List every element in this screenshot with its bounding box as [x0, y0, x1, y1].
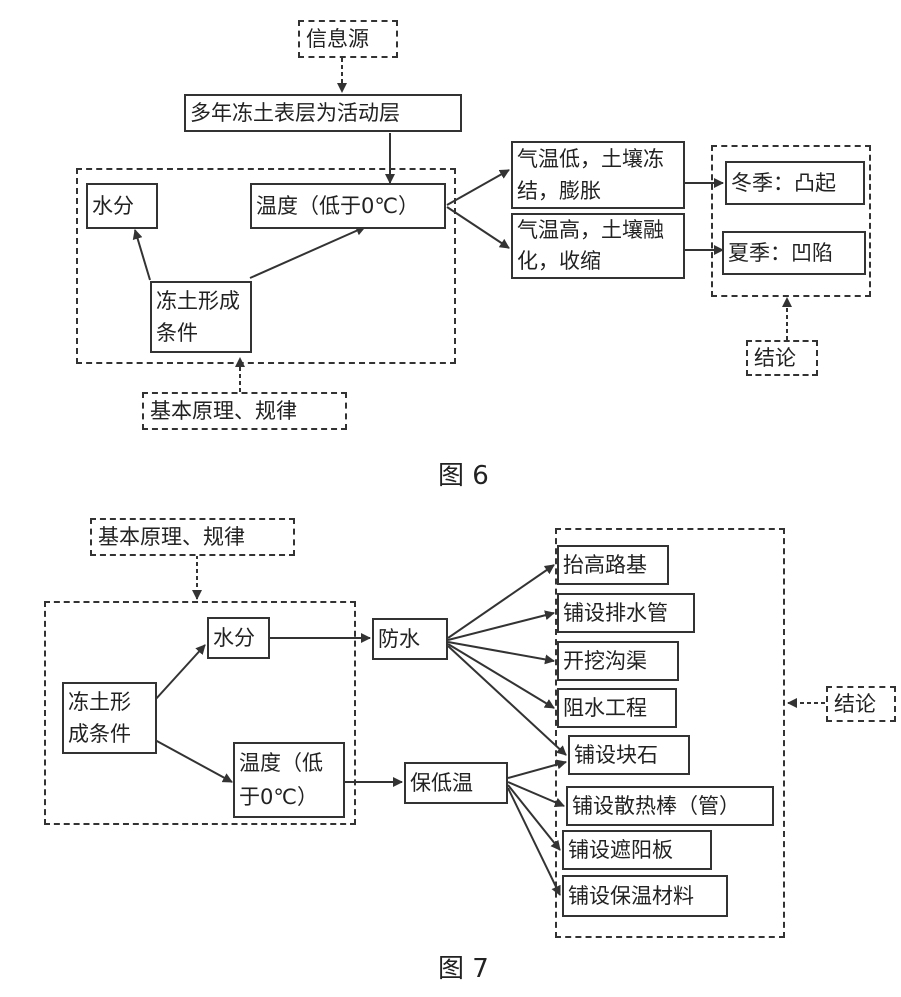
fig7-waterproof: 防水	[372, 618, 448, 660]
fig6-conditions-group	[76, 168, 456, 364]
fig7-principles: 基本原理、规律	[90, 518, 295, 556]
fig7-measure-drain-pipe: 铺设排水管	[557, 593, 695, 633]
fig6-warm: 气温高，土壤融化，收缩	[511, 213, 685, 279]
fig6-winter: 冬季：凸起	[725, 161, 865, 205]
arrow-keepcold-to-m7	[507, 784, 561, 851]
arrow-waterproof-to-m5	[447, 645, 567, 756]
fig7-measure-insulation: 铺设保温材料	[562, 875, 728, 917]
fig6-cold: 气温低，土壤冻结，膨胀	[511, 141, 685, 209]
fig6-info-source: 信息源	[298, 20, 398, 58]
fig7-frozen-conditions: 冻土形成条件	[62, 682, 157, 754]
fig7-conclusion: 结论	[826, 686, 896, 722]
fig7-water: 水分	[207, 617, 270, 659]
fig7-conclusion-group	[555, 528, 785, 938]
fig7-temperature: 温度（低于0℃）	[233, 742, 345, 818]
fig6-principles: 基本原理、规律	[142, 392, 347, 430]
fig7-measure-ditch: 开挖沟渠	[557, 641, 679, 681]
arrow-waterproof-to-m4	[447, 643, 555, 709]
fig6-conclusion: 结论	[746, 340, 818, 376]
fig6-temperature: 温度（低于0℃）	[250, 183, 446, 229]
fig7-measure-heat-pipe: 铺设散热棒（管）	[566, 786, 774, 826]
arrow-cond-to-water	[132, 229, 151, 281]
fig6-frozen-conditions: 冻土形成条件	[150, 281, 252, 353]
arrow-cond7-to-water	[154, 644, 206, 701]
arrow-temp-to-cold	[446, 169, 510, 206]
arrow-keepcold-to-m6	[507, 781, 565, 808]
arrow-waterproof-to-m2	[447, 610, 555, 641]
fig7-measure-rock-layer: 铺设块石	[568, 735, 690, 775]
fig6-caption: 图 6	[438, 461, 489, 491]
arrow-cond7-to-temp	[154, 739, 233, 783]
fig7-caption: 图 7	[438, 954, 489, 984]
fig6-conclusion-group	[711, 145, 871, 297]
arrow-temp-to-warm	[446, 206, 510, 249]
fig7-conditions-group	[44, 601, 356, 825]
arrow-waterproof-to-m3	[447, 641, 555, 665]
fig6-water: 水分	[86, 183, 158, 229]
fig7-keep-cold: 保低温	[404, 762, 508, 804]
fig6-active-layer: 多年冻土表层为活动层	[184, 94, 462, 132]
fig7-measure-water-barrier: 阻水工程	[557, 688, 677, 728]
fig7-measure-sunshade: 铺设遮阳板	[562, 830, 712, 870]
fig7-measure-raise-roadbed: 抬高路基	[557, 545, 669, 585]
arrow-waterproof-to-m1	[447, 564, 555, 639]
arrow-keepcold-to-m8	[507, 787, 561, 896]
fig6-summer: 夏季：凹陷	[722, 231, 866, 275]
arrow-cond-to-temp	[249, 226, 366, 279]
